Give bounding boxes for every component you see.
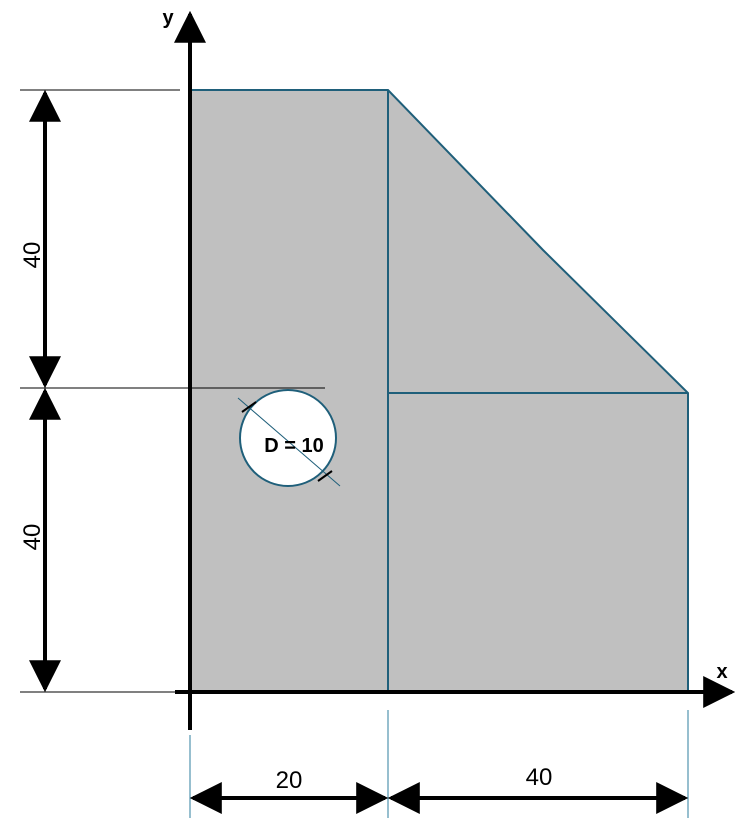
dimension-label-right: 40	[526, 764, 553, 791]
dimension-label-lower: 40	[19, 524, 46, 551]
hole-diameter-tick-top	[241, 401, 257, 413]
dimension-label-upper: 40	[19, 242, 46, 269]
dimension-label-left: 20	[276, 767, 303, 794]
composite-shape	[189, 89, 689, 693]
hole-diameter-tick-bottom	[317, 470, 333, 482]
y-axis-label: y	[162, 7, 174, 29]
x-axis-label: x	[716, 661, 727, 683]
hole-diameter-line	[237, 397, 341, 487]
hole-diameter-label: D = 10	[264, 435, 323, 457]
